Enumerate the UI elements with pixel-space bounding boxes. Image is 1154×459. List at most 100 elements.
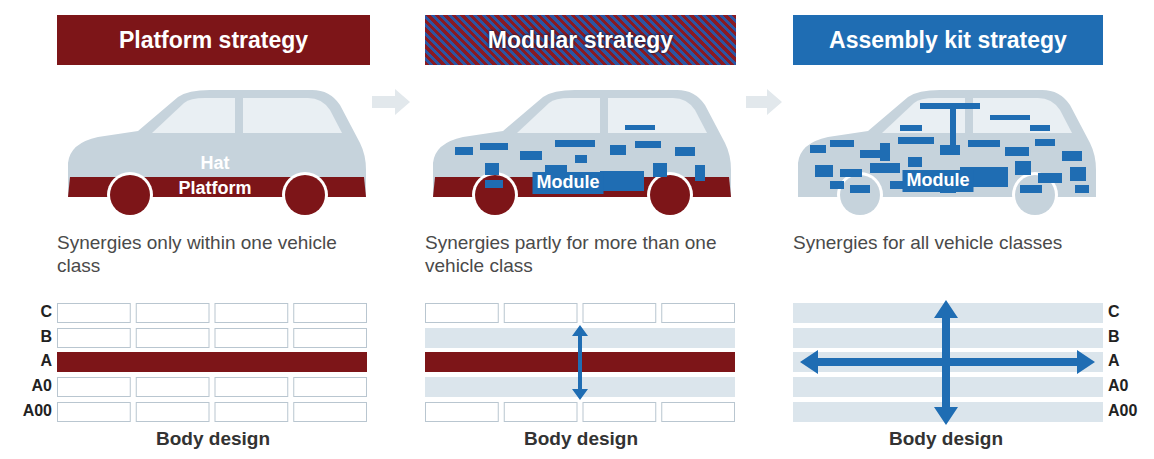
header-text: Modular strategy [488, 27, 673, 54]
grid-cell [136, 378, 209, 397]
car-illustration [68, 90, 366, 218]
grid-cell [215, 329, 288, 348]
grid-cell [58, 329, 131, 348]
module-block [950, 109, 956, 149]
vehicle-class: A0 [1108, 376, 1142, 395]
module-block [870, 163, 900, 173]
module-block [455, 147, 473, 155]
module-block [815, 165, 833, 177]
strategy-header: Assembly kit strategy [793, 15, 1103, 65]
grid-cell [215, 378, 288, 397]
header-text: Assembly kit strategy [829, 27, 1067, 54]
module-block [1020, 185, 1042, 193]
module-block [850, 185, 870, 193]
grid-cell [215, 403, 288, 422]
module-block [653, 163, 667, 177]
module-block [1075, 185, 1089, 193]
module-block [485, 163, 499, 175]
module-block [880, 143, 890, 161]
vehicle-class: A0 [18, 376, 52, 395]
module-block [675, 147, 695, 156]
vehicle-class-band [57, 352, 367, 372]
progress-arrow [372, 89, 410, 115]
module-block [1005, 147, 1029, 156]
module-block [810, 145, 826, 153]
grid-cell [504, 304, 577, 323]
module-block [920, 103, 980, 109]
module-block [485, 180, 503, 188]
module-block [898, 137, 934, 144]
part-label: Platform [178, 178, 251, 200]
axis-label: Body design [524, 428, 638, 451]
grid-cell [294, 378, 367, 397]
grid-cell [504, 403, 577, 422]
module-block [990, 115, 1030, 120]
grid-cell [662, 403, 735, 422]
grid-cell [426, 304, 499, 323]
module-block [830, 140, 854, 147]
vehicle-class: A00 [1108, 401, 1142, 420]
synergy-arrow [934, 300, 958, 425]
grid-cell [294, 329, 367, 348]
grid-cell [58, 304, 131, 323]
grid-cell [294, 403, 367, 422]
vehicle-class: B [1108, 327, 1142, 346]
grid-cell [215, 304, 288, 323]
module-block [635, 141, 661, 148]
module-block [1038, 173, 1062, 183]
grid-cell [583, 403, 656, 422]
progress-arrow [746, 89, 782, 115]
module-block [555, 140, 595, 147]
vehicle-class: A [1108, 351, 1142, 370]
module-block [625, 125, 655, 130]
strategy-header: Modular strategy [425, 15, 736, 65]
car-illustration [798, 90, 1096, 218]
wheel [840, 175, 880, 215]
description: Synergies partly for more than one vehic… [425, 232, 750, 278]
strategy-header: Platform strategy [57, 15, 370, 65]
wheel [650, 175, 690, 215]
module-block [908, 157, 922, 167]
axis-label: Body design [889, 428, 1003, 451]
part-label: Hat [200, 153, 229, 175]
wheel [285, 175, 325, 215]
module-block [520, 151, 542, 160]
module-block [600, 171, 644, 191]
module-block [1015, 161, 1031, 175]
car-illustration [433, 90, 731, 218]
module-block [1070, 167, 1086, 181]
module-block [1062, 151, 1082, 161]
module-block [1035, 139, 1055, 146]
grid-cell [58, 403, 131, 422]
module-block [840, 169, 862, 177]
grid-cell [294, 304, 367, 323]
vehicle-class: C [1108, 302, 1142, 321]
wheel [110, 175, 150, 215]
part-label: Module [903, 170, 974, 192]
grid-cell [662, 304, 735, 323]
header-text: Platform strategy [119, 27, 308, 54]
module-block [695, 165, 705, 181]
wheel [475, 175, 515, 215]
synergy-arrow [572, 325, 588, 400]
grid-cell [136, 403, 209, 422]
grid-cell [426, 403, 499, 422]
module-block [575, 155, 587, 163]
grid-cell [136, 329, 209, 348]
vehicle-class: C [18, 302, 52, 321]
vehicle-class: A [18, 351, 52, 370]
module-block [900, 125, 922, 131]
part-label: Module [533, 172, 604, 194]
vehicle-class: A00 [18, 401, 52, 420]
module-block [1030, 125, 1050, 131]
module-block [610, 145, 626, 155]
module-block [830, 181, 844, 189]
description: Synergies only within one vehicle class [57, 232, 367, 278]
vehicle-class: B [18, 327, 52, 346]
axis-label: Body design [156, 428, 270, 451]
grid-cell [583, 304, 656, 323]
grid-cell [136, 304, 209, 323]
grid-cell [58, 378, 131, 397]
module-block [480, 143, 508, 150]
